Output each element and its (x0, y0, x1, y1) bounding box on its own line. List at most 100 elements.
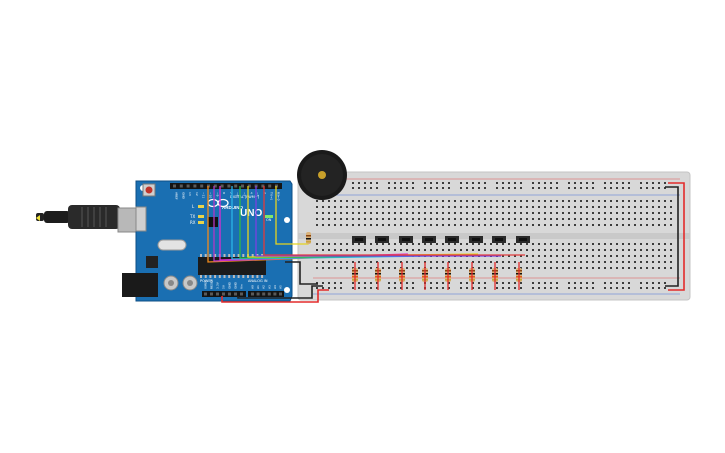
breadboard-hole[interactable] (646, 287, 648, 289)
breadboard-hole[interactable] (550, 255, 552, 257)
breadboard-hole[interactable] (316, 243, 318, 245)
breadboard-hole[interactable] (514, 200, 516, 202)
breadboard-hole[interactable] (394, 249, 396, 251)
breadboard-hole[interactable] (568, 267, 570, 269)
breadboard-hole[interactable] (454, 261, 456, 263)
breadboard-hole[interactable] (622, 249, 624, 251)
breadboard-hole[interactable] (376, 287, 378, 289)
breadboard-hole[interactable] (550, 187, 552, 189)
breadboard-hole[interactable] (652, 224, 654, 226)
breadboard-hole[interactable] (502, 255, 504, 257)
breadboard-hole[interactable] (604, 218, 606, 220)
breadboard-hole[interactable] (640, 282, 642, 284)
breadboard-hole[interactable] (592, 261, 594, 263)
breadboard-hole[interactable] (394, 187, 396, 189)
breadboard-hole[interactable] (448, 249, 450, 251)
breadboard-hole[interactable] (436, 187, 438, 189)
breadboard-hole[interactable] (508, 287, 510, 289)
breadboard-hole[interactable] (406, 249, 408, 251)
breadboard-hole[interactable] (574, 200, 576, 202)
breadboard-hole[interactable] (418, 212, 420, 214)
breadboard-hole[interactable] (418, 218, 420, 220)
breadboard-hole[interactable] (328, 267, 330, 269)
breadboard-hole[interactable] (610, 224, 612, 226)
breadboard-hole[interactable] (646, 261, 648, 263)
breadboard-hole[interactable] (322, 218, 324, 220)
breadboard-hole[interactable] (628, 200, 630, 202)
breadboard-hole[interactable] (352, 206, 354, 208)
breadboard-hole[interactable] (634, 200, 636, 202)
breadboard-hole[interactable] (340, 212, 342, 214)
breadboard-hole[interactable] (664, 255, 666, 257)
breadboard-hole[interactable] (436, 224, 438, 226)
breadboard-hole[interactable] (658, 206, 660, 208)
breadboard-hole[interactable] (544, 224, 546, 226)
power-pin[interactable] (222, 292, 225, 296)
breadboard-hole[interactable] (580, 255, 582, 257)
breadboard-hole[interactable] (394, 206, 396, 208)
breadboard-hole[interactable] (484, 206, 486, 208)
breadboard-hole[interactable] (622, 212, 624, 214)
breadboard-hole[interactable] (640, 206, 642, 208)
breadboard-hole[interactable] (412, 206, 414, 208)
breadboard-hole[interactable] (466, 261, 468, 263)
breadboard-hole[interactable] (466, 206, 468, 208)
breadboard-hole[interactable] (658, 255, 660, 257)
breadboard-hole[interactable] (544, 287, 546, 289)
breadboard-hole[interactable] (370, 243, 372, 245)
breadboard-hole[interactable] (334, 287, 336, 289)
breadboard-hole[interactable] (556, 218, 558, 220)
breadboard-hole[interactable] (496, 182, 498, 184)
breadboard-hole[interactable] (400, 249, 402, 251)
breadboard-hole[interactable] (640, 200, 642, 202)
breadboard-hole[interactable] (478, 218, 480, 220)
breadboard-hole[interactable] (508, 200, 510, 202)
breadboard-hole[interactable] (664, 267, 666, 269)
breadboard-hole[interactable] (334, 282, 336, 284)
breadboard-hole[interactable] (376, 224, 378, 226)
breadboard-hole[interactable] (496, 187, 498, 189)
breadboard-hole[interactable] (580, 261, 582, 263)
breadboard-hole[interactable] (568, 187, 570, 189)
breadboard-hole[interactable] (442, 287, 444, 289)
breadboard-hole[interactable] (370, 267, 372, 269)
breadboard-hole[interactable] (628, 255, 630, 257)
breadboard-hole[interactable] (502, 200, 504, 202)
breadboard-hole[interactable] (340, 218, 342, 220)
breadboard-hole[interactable] (658, 212, 660, 214)
breadboard-hole[interactable] (604, 182, 606, 184)
breadboard-hole[interactable] (514, 287, 516, 289)
breadboard-hole[interactable] (376, 261, 378, 263)
breadboard-hole[interactable] (664, 187, 666, 189)
breadboard-hole[interactable] (508, 212, 510, 214)
breadboard-hole[interactable] (538, 243, 540, 245)
breadboard-hole[interactable] (358, 224, 360, 226)
red-wire[interactable] (221, 289, 329, 303)
breadboard-hole[interactable] (466, 200, 468, 202)
breadboard-hole[interactable] (346, 261, 348, 263)
breadboard-hole[interactable] (460, 206, 462, 208)
breadboard-hole[interactable] (478, 224, 480, 226)
breadboard-hole[interactable] (610, 206, 612, 208)
breadboard-hole[interactable] (550, 282, 552, 284)
breadboard-hole[interactable] (586, 187, 588, 189)
breadboard-hole[interactable] (316, 224, 318, 226)
breadboard-hole[interactable] (316, 261, 318, 263)
breadboard-hole[interactable] (430, 243, 432, 245)
digital-pin[interactable] (193, 184, 197, 188)
breadboard-hole[interactable] (604, 187, 606, 189)
breadboard-hole[interactable] (562, 200, 564, 202)
breadboard-hole[interactable] (478, 282, 480, 284)
breadboard-hole[interactable] (550, 261, 552, 263)
breadboard-hole[interactable] (508, 249, 510, 251)
breadboard-hole[interactable] (652, 249, 654, 251)
breadboard-hole[interactable] (436, 249, 438, 251)
digital-pin[interactable] (247, 184, 251, 188)
breadboard-hole[interactable] (556, 249, 558, 251)
breadboard-hole[interactable] (556, 224, 558, 226)
breadboard-hole[interactable] (634, 212, 636, 214)
breadboard-hole[interactable] (616, 212, 618, 214)
breadboard-hole[interactable] (334, 243, 336, 245)
breadboard-hole[interactable] (514, 224, 516, 226)
analog-pin[interactable] (262, 292, 266, 296)
